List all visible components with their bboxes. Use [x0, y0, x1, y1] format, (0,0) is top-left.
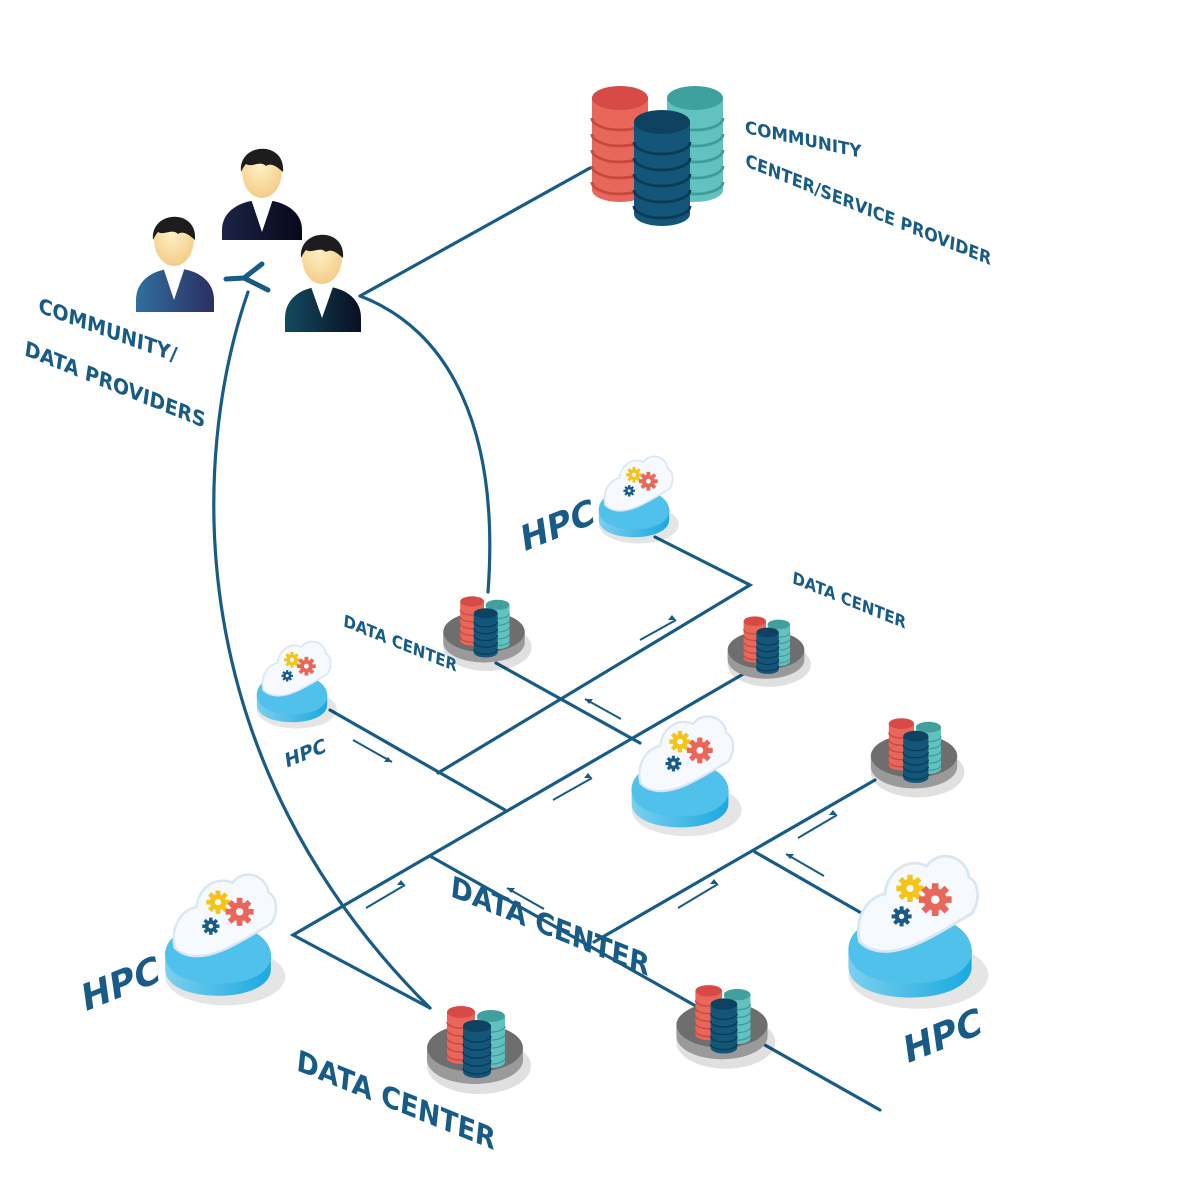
label-community-center: COMMUNITY CENTER/SERVICE PROVIDER	[744, 118, 992, 270]
link-hpc-left-mid	[328, 708, 507, 812]
label-data-center-center-left: DATA CENTER	[343, 611, 459, 676]
link-users-dc-center	[358, 294, 492, 594]
label-hpc-bottom-right: HPC	[901, 999, 984, 1073]
user-avatar	[285, 234, 361, 332]
user-avatar	[222, 148, 302, 240]
connector-icon	[223, 261, 271, 293]
link-hpc-top	[436, 535, 754, 775]
arrow-icon	[506, 887, 545, 910]
label-data-center-right-top: DATA CENTER	[792, 568, 908, 633]
link-dc-center-hpc-center	[494, 661, 642, 745]
link-bus-diagonal	[428, 854, 882, 1112]
label-hpc-bottom-left: HPC	[79, 947, 162, 1021]
hpc-cloud-bottom-left	[165, 875, 285, 1006]
community-center-database-icon	[590, 84, 725, 228]
arrow-icon	[639, 615, 677, 641]
link-hpc-bottom-right	[753, 850, 872, 920]
link-dc-right-mid	[592, 778, 877, 944]
label-community-center-line2: CENTER/SERVICE PROVIDER	[744, 151, 992, 270]
community-users-icon	[136, 148, 361, 332]
flow-arrows	[352, 615, 838, 910]
arrow-icon	[785, 853, 825, 877]
label-community-center-line1: COMMUNITY	[745, 118, 862, 163]
arrow-icon	[797, 810, 838, 839]
arrow-icon	[584, 698, 622, 720]
arrow-icon	[352, 739, 393, 763]
hpc-cloud-bottom-right	[848, 856, 988, 1009]
data-center-right-top	[728, 616, 811, 686]
hpc-cloud-left-mid	[257, 641, 337, 728]
arrow-icon	[677, 879, 719, 909]
arrow-icon	[552, 773, 593, 801]
arrow-icon	[365, 880, 406, 909]
data-center-right-mid	[871, 718, 965, 797]
data-center-bottom-right	[676, 985, 775, 1069]
label-community-providers-line2: DATA PROVIDERS	[23, 336, 207, 433]
link-users-dc-bottom	[212, 290, 432, 1010]
hpc-cloud-top	[599, 456, 679, 543]
link-community-center-users	[358, 166, 592, 298]
label-hpc-top: HPC	[519, 492, 597, 562]
connection-lines	[212, 166, 882, 1112]
label-community-providers: COMMUNITY/ DATA PROVIDERS	[23, 293, 207, 433]
hpc-cloud-center	[632, 716, 742, 836]
data-center-bottom-center	[427, 1006, 531, 1094]
link-dc-right-top	[289, 671, 747, 1010]
label-hpc-left-mid: HPC	[283, 734, 327, 774]
user-avatar	[136, 216, 214, 312]
